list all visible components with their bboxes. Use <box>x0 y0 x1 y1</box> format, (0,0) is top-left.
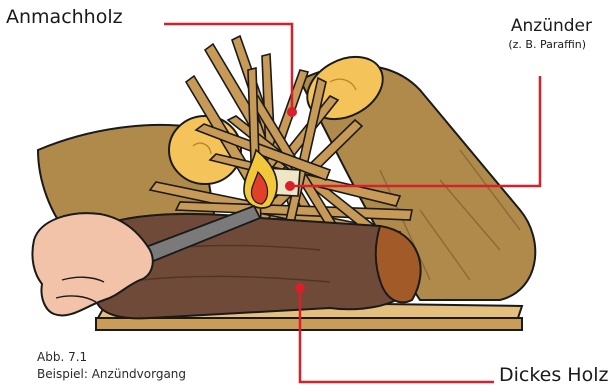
leader-dot-kindling <box>287 107 297 117</box>
label-firestarter-note: (z. B. Paraffin) <box>508 38 586 51</box>
label-thick-wood: Dickes Holz <box>499 364 608 386</box>
leader-dot-thick-wood <box>295 283 305 293</box>
label-firestarter: Anzünder <box>511 16 592 36</box>
label-kindling: Anmachholz <box>6 6 123 28</box>
figure-caption: Beispiel: Anzündvorgang <box>37 367 186 381</box>
leader-dot-firestarter <box>285 181 295 191</box>
figure-number: Abb. 7.1 <box>37 350 87 364</box>
